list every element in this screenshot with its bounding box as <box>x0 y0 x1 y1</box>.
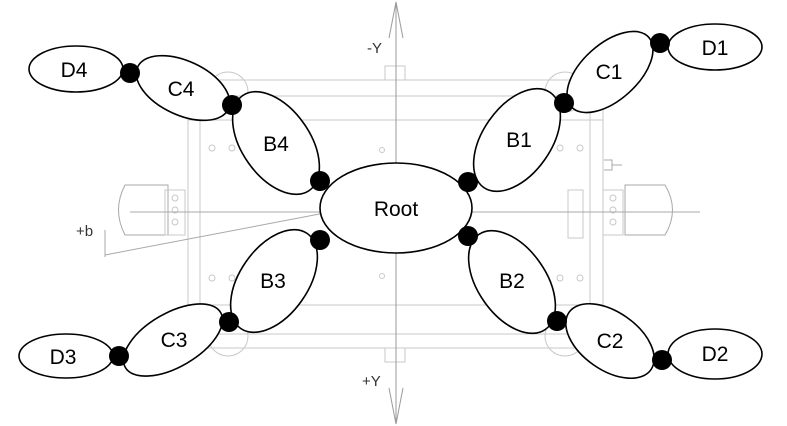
joint-C2-D2 <box>652 350 672 370</box>
b-rotation-label: +b <box>76 223 93 240</box>
node-B3 <box>229 228 319 334</box>
label-D1: D1 <box>702 37 729 60</box>
joint-B3-C3 <box>219 312 239 332</box>
label-C1: C1 <box>596 61 623 84</box>
node-C3 <box>122 303 224 377</box>
joint-root-B3 <box>310 230 330 250</box>
pos-y-axis-label: +Y <box>362 373 381 390</box>
neg-y-axis-label: -Y <box>367 40 382 57</box>
links: Root B1 B2 B3 B4 C1 C2 C3 C4 D1 D2 D3 D4 <box>18 23 763 380</box>
joint-C4-D4 <box>120 63 140 83</box>
label-D3: D3 <box>50 346 77 369</box>
label-B3: B3 <box>260 270 286 293</box>
label-B4: B4 <box>263 133 289 156</box>
root-label: Root <box>374 198 419 221</box>
joint-root-B1 <box>458 172 478 192</box>
joint-root-B2 <box>458 226 478 246</box>
node-C2 <box>564 302 656 380</box>
label-C4: C4 <box>168 78 195 101</box>
joints <box>109 33 672 370</box>
joint-C1-D1 <box>650 33 670 53</box>
joint-B4-C4 <box>222 95 242 115</box>
label-D2: D2 <box>702 343 729 366</box>
node-B2 <box>467 229 557 335</box>
label-B1: B1 <box>506 129 532 152</box>
joint-B1-C1 <box>554 93 574 113</box>
joint-C3-D3 <box>109 346 129 366</box>
label-D4: D4 <box>61 59 88 82</box>
label-C3: C3 <box>161 329 188 352</box>
joint-root-B4 <box>310 171 330 191</box>
label-C2: C2 <box>597 330 624 353</box>
root-node <box>319 162 473 254</box>
node-B4 <box>231 90 321 196</box>
joint-B2-C2 <box>547 311 567 331</box>
label-B2: B2 <box>499 270 525 293</box>
node-B1 <box>472 87 562 193</box>
